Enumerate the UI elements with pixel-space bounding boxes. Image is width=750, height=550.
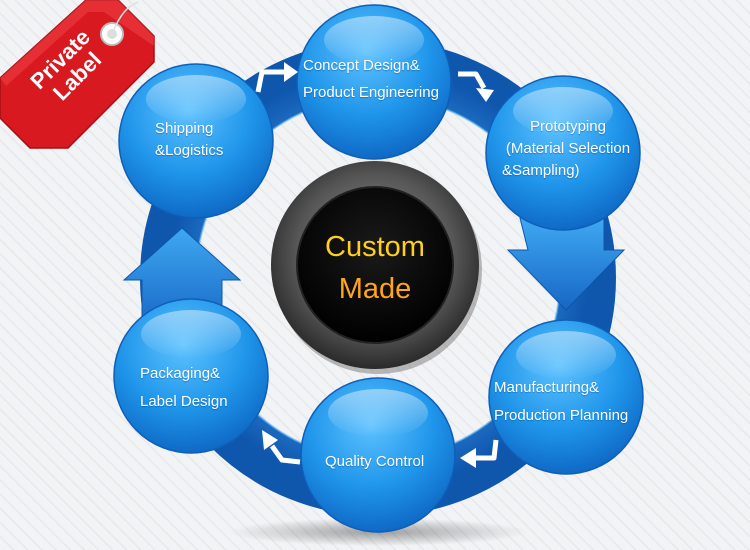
node-prototyping <box>485 75 641 231</box>
label-line: Shipping <box>155 120 214 137</box>
label-line: Production Planning <box>494 407 629 424</box>
small-arrow-icon <box>458 71 487 90</box>
label-packaging: Packaging& Label Design <box>140 360 228 416</box>
center-line-2: Made <box>338 273 412 305</box>
label-line: Concept Design& <box>303 57 420 74</box>
node-manufacturing <box>488 319 644 475</box>
small-arrow-icon <box>262 430 278 450</box>
private-label-tag <box>0 0 155 149</box>
label-line: Prototyping <box>530 118 606 135</box>
small-arrow-icon <box>255 69 286 93</box>
center-title: Custom Made <box>295 226 455 310</box>
label-prototyping: Prototyping (Material Selection &Samplin… <box>498 116 638 182</box>
center-line-1: Custom <box>325 231 425 263</box>
label-line: &Sampling) <box>502 162 580 179</box>
tag-string-icon <box>111 1 139 35</box>
label-line: Manufacturing& <box>494 379 600 396</box>
label-line: Quality Control <box>325 453 425 470</box>
node-packaging <box>113 298 269 454</box>
small-arrow-icon <box>284 62 298 82</box>
small-arrow-icon <box>476 88 494 102</box>
small-arrow-icon <box>460 448 476 468</box>
arrow-right-down <box>506 217 626 311</box>
label-line: Packaging& <box>140 365 221 382</box>
label-quality-control: Quality Control <box>325 451 424 473</box>
label-line: &Logistics <box>155 142 224 159</box>
center-inner <box>296 186 454 344</box>
node-quality-control <box>300 377 456 533</box>
label-concept-design: Concept Design& Product Engineering <box>303 52 439 106</box>
label-line: Product Engineering <box>303 84 439 101</box>
small-arrow-icon <box>269 444 301 465</box>
label-manufacturing: Manufacturing& Production Planning <box>494 374 628 430</box>
label-line: Label Design <box>140 393 228 410</box>
small-arrow-icon <box>474 439 499 461</box>
node-shipping <box>118 63 274 219</box>
label-shipping: Shipping &Logistics <box>155 118 223 162</box>
label-line: (Material Selection <box>505 140 631 157</box>
node-concept-design <box>296 4 452 160</box>
